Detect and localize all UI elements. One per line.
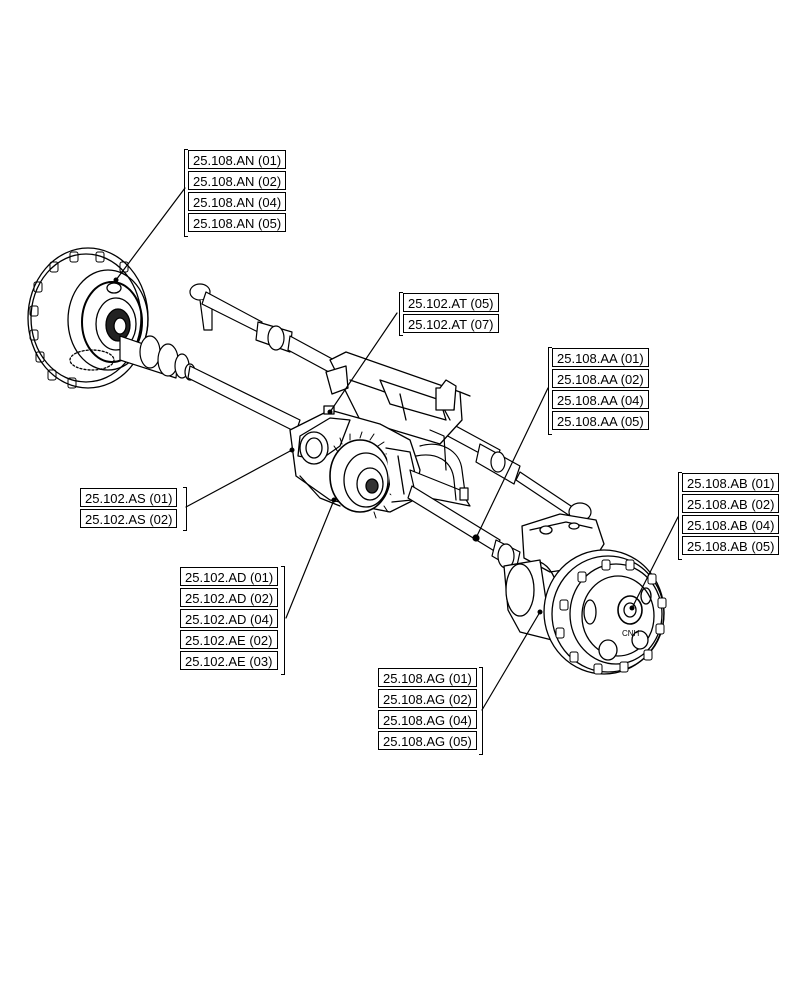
right-axle-arm [407, 429, 521, 571]
callout-group-an: 25.108.AN (01) 25.108.AN (02) 25.108.AN … [184, 149, 287, 237]
part-ref-link[interactable]: 25.102.AE (03) [180, 651, 279, 670]
part-ref-link[interactable]: 25.108.AN (05) [188, 213, 287, 232]
part-ref-link[interactable]: 25.108.AB (04) [682, 515, 780, 534]
leader-at [329, 312, 398, 413]
bracket [184, 149, 188, 237]
part-ref-link[interactable]: 25.102.AD (01) [180, 567, 279, 586]
part-ref-link[interactable]: 25.102.AD (02) [180, 588, 279, 607]
left-wheel-hub [27, 247, 149, 389]
callout-group-ab: 25.108.AB (01) 25.108.AB (02) 25.108.AB … [678, 472, 780, 560]
part-ref-link[interactable]: 25.102.AS (02) [80, 509, 178, 528]
differential-housing [289, 405, 421, 519]
leader-ab [631, 516, 679, 609]
bracket [548, 347, 552, 435]
svg-text:CNH: CNH [622, 629, 640, 638]
bracket [399, 292, 403, 336]
part-ref-link[interactable]: 25.102.AT (07) [403, 314, 499, 333]
bracket [479, 667, 483, 755]
part-ref-link[interactable]: 25.108.AG (01) [378, 668, 477, 687]
part-ref-link[interactable]: 25.108.AB (05) [682, 536, 780, 555]
part-ref-link[interactable]: 25.102.AT (05) [403, 293, 499, 312]
axle-housing [325, 351, 471, 445]
part-ref-link[interactable]: 25.102.AE (02) [180, 630, 279, 649]
callout-group-ad: 25.102.AD (01) 25.102.AD (02) 25.102.AD … [180, 566, 285, 675]
part-ref-link[interactable]: 25.108.AN (01) [188, 150, 287, 169]
part-ref-link[interactable]: 25.108.AA (01) [552, 348, 649, 367]
part-ref-link[interactable]: 25.102.AS (01) [80, 488, 178, 507]
left-drive-shaft [119, 335, 301, 433]
part-ref-link[interactable]: 25.108.AN (02) [188, 171, 287, 190]
right-wheel-hub: CNH [543, 549, 667, 675]
part-ref-link[interactable]: 25.108.AG (04) [378, 710, 477, 729]
callout-group-at: 25.102.AT (05) 25.102.AT (07) [399, 292, 499, 336]
bracket [281, 566, 285, 675]
callout-group-aa: 25.108.AA (01) 25.108.AA (02) 25.108.AA … [548, 347, 649, 435]
leader-lines [115, 187, 679, 711]
leader-an [115, 187, 186, 281]
part-ref-link[interactable]: 25.108.AB (02) [682, 494, 780, 513]
leader-dots [113, 277, 635, 615]
part-ref-link[interactable]: 25.108.AA (05) [552, 411, 649, 430]
part-ref-link[interactable]: 25.108.AA (04) [552, 390, 649, 409]
leader-ad [285, 499, 335, 619]
part-ref-link[interactable]: 25.108.AG (02) [378, 689, 477, 708]
part-ref-link[interactable]: 25.108.AB (01) [682, 473, 780, 492]
callout-group-as: 25.102.AS (01) 25.102.AS (02) [80, 487, 187, 531]
bracket [183, 487, 187, 531]
callout-group-ag: 25.108.AG (01) 25.108.AG (02) 25.108.AG … [378, 667, 483, 755]
part-ref-link[interactable]: 25.108.AG (05) [378, 731, 477, 750]
leader-as [185, 449, 293, 508]
part-ref-link[interactable]: 25.108.AN (04) [188, 192, 287, 211]
bracket [678, 472, 682, 560]
leader-ag [481, 611, 541, 711]
leader-aa [475, 387, 549, 539]
part-ref-link[interactable]: 25.108.AA (02) [552, 369, 649, 388]
part-ref-link[interactable]: 25.102.AD (04) [180, 609, 279, 628]
